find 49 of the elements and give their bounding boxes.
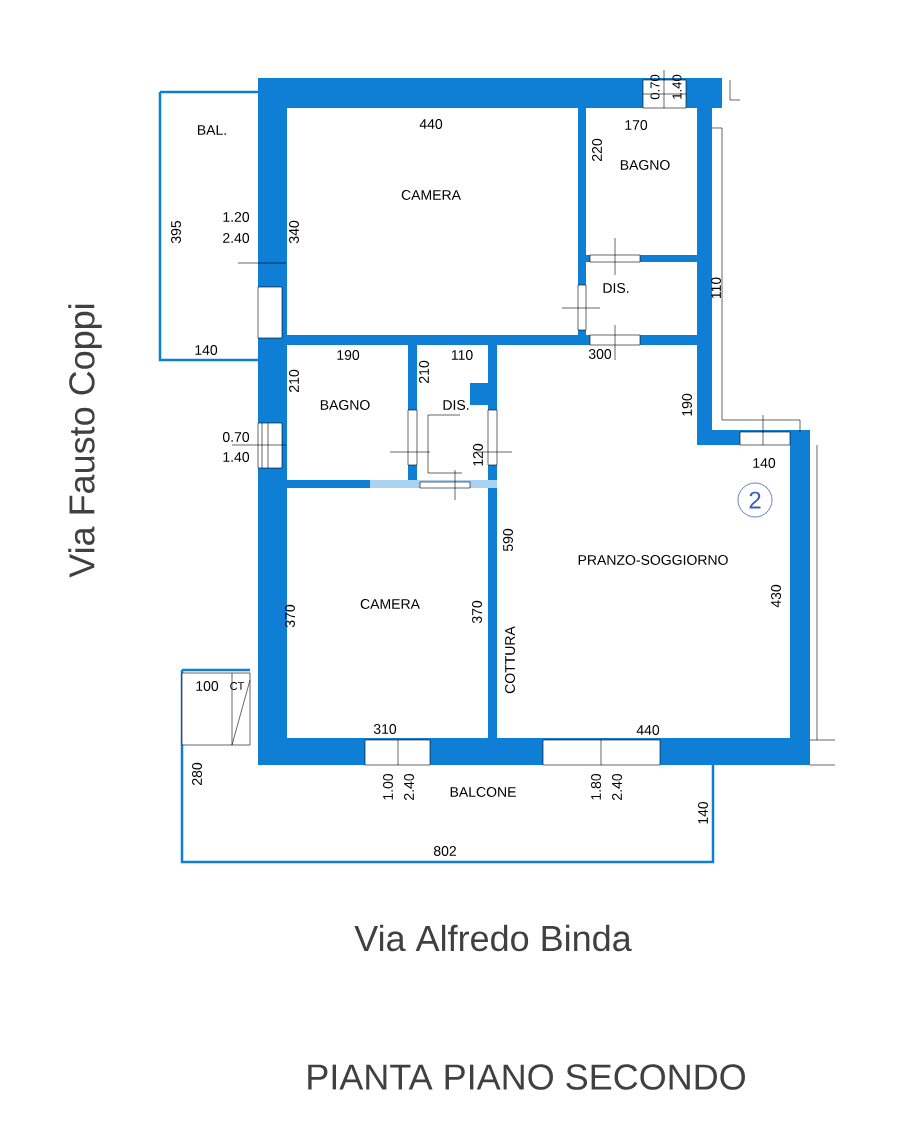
title: PIANTA PIANO SECONDO	[308, 1064, 745, 1090]
street-name: Via Alfredo Binda	[354, 924, 632, 952]
dimension-label: 170	[625, 120, 648, 130]
dimension-label: 140	[753, 458, 776, 468]
dimension-label: 210	[289, 369, 299, 392]
room-name: BALCONE	[450, 787, 516, 797]
window-size: 2.40	[404, 773, 414, 800]
dimension-label: 300	[588, 349, 612, 359]
room-name: DIS.	[603, 283, 629, 293]
dimension-label: 190	[337, 350, 360, 360]
window-size: 1.40	[672, 74, 682, 99]
window-size: 2.40	[223, 233, 250, 243]
room-name: COTTURA	[505, 626, 515, 694]
dimension-label: 802	[433, 846, 456, 856]
room-name: CAMERA	[401, 190, 461, 200]
dimension-label: 280	[192, 762, 202, 785]
street-name: Via Fausto Coppi	[68, 304, 102, 578]
dimension-label: 190	[682, 393, 692, 416]
dimension-label: 100	[196, 681, 219, 691]
dimension-label: 370	[472, 600, 482, 624]
window-size: 1.40	[223, 452, 250, 462]
dimension-label: 220	[592, 138, 602, 161]
room-name: BAGNO	[320, 400, 370, 410]
dimension-label: 140	[698, 801, 708, 824]
dimension-label: 395	[171, 220, 181, 244]
dimension-label: 370	[285, 604, 295, 628]
window-size: 1.20	[223, 212, 250, 222]
window-size: 1.80	[591, 773, 601, 800]
window-size: 1.00	[383, 773, 393, 800]
room-name: BAGNO	[620, 160, 670, 170]
window-size: 0.70	[650, 74, 660, 100]
dimension-label: 310	[373, 724, 397, 734]
dimension-label: 110	[711, 277, 721, 299]
dimension-label: 590	[503, 528, 513, 552]
dimension-label: 440	[636, 725, 660, 735]
window-size: 0.70	[222, 432, 250, 442]
dimension-label: 140	[195, 345, 218, 355]
room-name: BAL.	[197, 125, 226, 135]
dimension-label: 110	[451, 350, 473, 360]
room-name: CAMERA	[360, 599, 420, 609]
dimension-label: 120	[473, 443, 483, 466]
room-name: PRANZO-SOGGIORNO	[578, 555, 728, 565]
dimension-label: 210	[419, 360, 429, 383]
dimension-label: 340	[289, 220, 299, 244]
window-size: 2.40	[612, 773, 622, 800]
room-name: DIS.	[443, 400, 469, 410]
room-abbreviation: CT	[230, 682, 245, 690]
dimension-label: 440	[419, 119, 443, 129]
dimension-label: 430	[771, 584, 781, 608]
